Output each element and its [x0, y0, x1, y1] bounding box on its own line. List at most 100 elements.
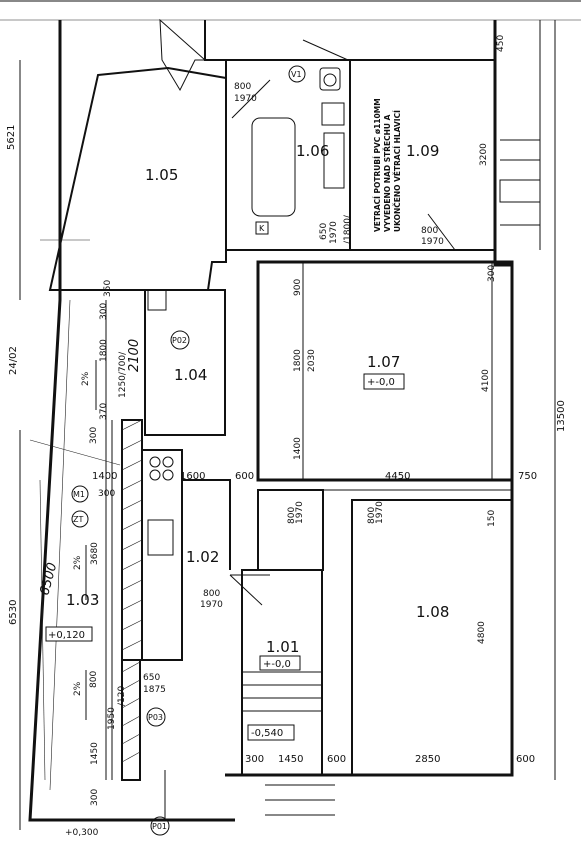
room-label-1-02: 1.02: [186, 548, 219, 566]
room-1-09-outline: [349, 59, 496, 251]
p03-tag: P03: [148, 713, 163, 722]
room-label-1-04: 1.04: [174, 366, 207, 384]
sink: [147, 519, 174, 556]
dim-1600: 1600: [180, 471, 205, 482]
dim-650: 650: [319, 223, 329, 240]
door-swing-1-09: [427, 213, 456, 251]
dim-120: /120: [117, 686, 127, 706]
dim-450: 450: [496, 35, 506, 52]
dim-750: 750: [518, 471, 537, 482]
room-label-1-08: 1.08: [416, 603, 449, 621]
room-label-1-05: 1.05: [145, 166, 178, 184]
level-entry: -0,540: [251, 728, 283, 739]
room-1-07-outline: [256, 260, 514, 482]
dim-2402: 24/02: [8, 346, 19, 375]
dim-650-1-03: 650: [143, 673, 160, 683]
dim-600-1-01: 600: [327, 754, 346, 765]
dim-1950: 1950: [107, 707, 117, 730]
dim-800-1-02: 800: [203, 589, 220, 599]
entry-stair: [242, 671, 335, 816]
dim-600-1-07: 600: [235, 471, 254, 482]
dim-5621: 5621: [6, 125, 17, 150]
stove-burner: [162, 456, 174, 468]
slope-label: 2%: [81, 371, 91, 386]
level-terrace: +0,120: [48, 630, 85, 641]
room-1-02-wall: [182, 479, 231, 570]
dim-300-1-04: 300: [99, 303, 109, 320]
masonry-wall-lower: [121, 659, 141, 781]
k-tag-box: [255, 221, 269, 235]
vent-tag: V1: [291, 70, 302, 79]
dim-13500: 13500: [556, 400, 567, 432]
p03-tag-circle: [146, 707, 166, 727]
dim-600-1-08: 600: [516, 754, 535, 765]
door-swing-1-06: [231, 79, 271, 119]
stove-burner: [162, 469, 174, 481]
level-box-1-07: [363, 373, 405, 390]
level-1-07: +-0,0: [367, 377, 395, 388]
dim-300-1-01: 300: [245, 754, 264, 765]
dim-1800-1-07: 1800: [293, 349, 303, 372]
dim-4800: 4800: [477, 621, 487, 644]
toilet-bowl: [323, 73, 337, 87]
dim-2030: 2030: [307, 349, 317, 372]
dim-4450: 4450: [385, 471, 410, 482]
dim-800-1-03: 800: [89, 671, 99, 688]
k-tag: K: [259, 224, 265, 233]
dim-1250: 1250/700/: [118, 351, 128, 398]
dim-150: 150: [487, 510, 497, 527]
dim-350: 350: [103, 280, 113, 297]
leader-line: [29, 439, 121, 466]
dim-1875: 1875: [143, 685, 166, 695]
toilet: [319, 67, 341, 91]
vent-leader-line: [302, 39, 349, 61]
cabinet: [323, 132, 345, 189]
room-1-04-outline: [144, 289, 226, 436]
masonry-wall: [121, 419, 143, 661]
dim-300-1-07: 300: [487, 265, 497, 282]
dim-1970-top: 1970: [234, 94, 257, 104]
dim-1800-1-06: /1800/: [343, 214, 353, 244]
wall-hatch: [121, 419, 143, 651]
vent-note-line2: VYVEDENO NAD STŘECHU A: [383, 114, 392, 232]
p01-tag: P01: [152, 822, 167, 831]
zt-tag: ZT: [73, 515, 83, 524]
dim-1450-1-03: 1450: [90, 742, 100, 765]
dim-1400-1-02: 1400: [92, 471, 117, 482]
room-label-1-07: 1.07: [367, 353, 400, 371]
room-1-08-outline: [351, 499, 513, 776]
dim-1970-1-09: 1970: [421, 237, 444, 247]
exterior-stair-right: [499, 20, 541, 250]
m1-tag: M1: [73, 490, 85, 499]
dim-2100-handwritten: 2100: [127, 339, 142, 372]
vent-note-line3: UKONČENO VĚTRACÍ HLAVICÍ: [393, 110, 402, 232]
vent-note-line1: VETRACÍ POTRUBÍ PVC ø110MM: [373, 98, 382, 232]
stove-burner: [149, 456, 161, 468]
dim-1450-1-01: 1450: [278, 754, 303, 765]
dim-370: 370: [99, 403, 109, 420]
dim-1400-1-07: 1400: [293, 437, 303, 460]
vent-tag-circle: [288, 65, 306, 83]
level-1-01: +-0,0: [263, 659, 291, 670]
room-label-1-03: 1.03: [66, 591, 99, 609]
dim-800-wc: 800: [287, 507, 297, 524]
dim-1970-1-08: 1970: [375, 501, 385, 524]
dim-1800-1-04: 1800: [99, 339, 109, 362]
dim-300-1-04b: 300: [89, 427, 99, 444]
dim-300-1-03: 300: [90, 789, 100, 806]
dim-300-1-02: 300: [98, 489, 115, 499]
level-box-entry: [247, 724, 295, 741]
dim-800-top: 800: [234, 82, 251, 92]
level-box-1-01: [259, 655, 301, 671]
dim-6500-handwritten: 6500: [37, 561, 60, 597]
level-outside: +0,300: [65, 828, 99, 838]
dim-6530: 6530: [8, 600, 19, 625]
level-box-terrace: [45, 626, 93, 642]
door-swing-1-05: [159, 18, 207, 92]
washbasin: [321, 102, 345, 126]
m1-tag-circle: [71, 485, 89, 503]
dim-1970-1-06: 1970: [329, 221, 339, 244]
dim-4100: 4100: [481, 369, 491, 392]
column: [147, 289, 167, 311]
